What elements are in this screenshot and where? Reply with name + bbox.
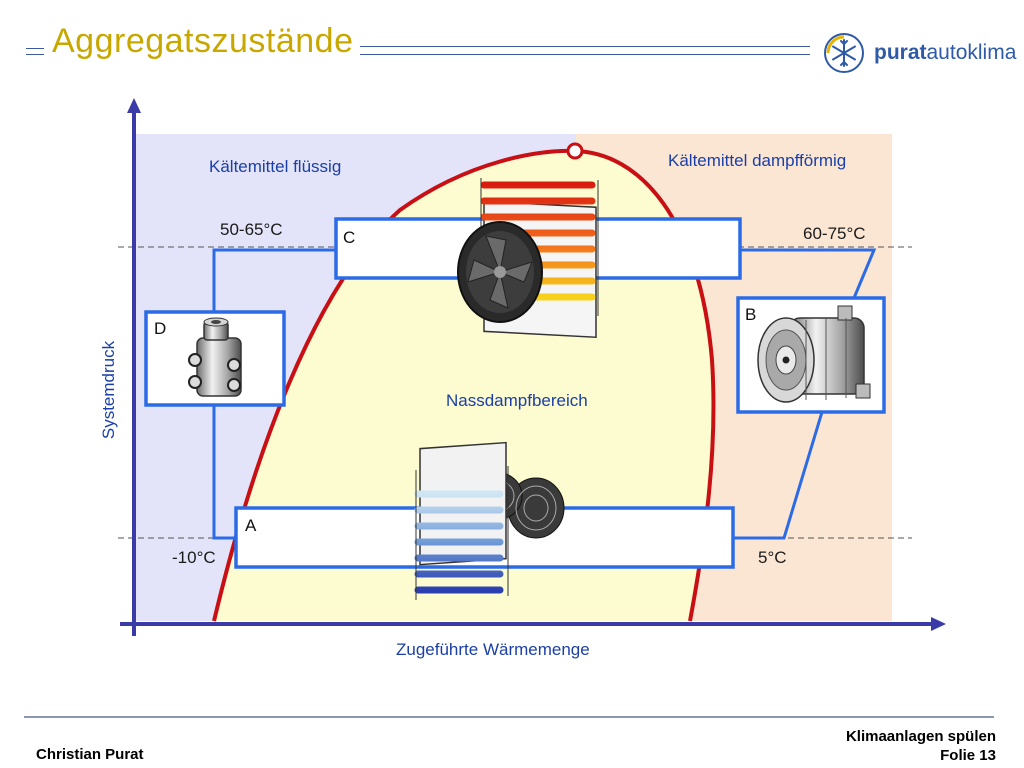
title-rule	[360, 46, 810, 55]
cycle-lines	[212, 248, 877, 540]
footer-rule	[24, 716, 994, 718]
line-b-a	[733, 411, 824, 540]
brand-name-bold: purat	[874, 41, 927, 64]
footer-slide-number: Folie 13	[940, 747, 996, 764]
footer-course: Klimaanlagen spülen	[845, 728, 996, 745]
temp-high-right: 60-75°C	[803, 224, 866, 243]
title-decoration	[26, 48, 44, 55]
evaporator-blower-icon	[414, 441, 565, 600]
vapor-label: Kältemittel dampfförmig	[668, 151, 846, 170]
line-d-a	[212, 405, 236, 540]
expansion-valve-icon	[188, 317, 242, 397]
y-axis-arrow	[127, 98, 141, 113]
y-axis-label: Systemdruck	[99, 340, 118, 439]
label-b: B	[745, 305, 756, 324]
liquid-label: Kältemittel flüssig	[209, 157, 341, 176]
brand-name-light: autoklima	[926, 41, 1017, 64]
page-title: Aggregatszustände	[52, 22, 354, 60]
line-c-d	[212, 248, 336, 312]
critical-point	[566, 142, 584, 160]
footer-info: Klimaanlagen spülen Folie 13	[846, 727, 996, 765]
brand-logo: puratautoklima	[822, 30, 1016, 76]
wet-steam-label: Nassdampfbereich	[446, 391, 588, 410]
temp-low-left: -10°C	[172, 548, 216, 567]
temp-low-right: 5°C	[758, 548, 787, 567]
compressor-icon	[757, 305, 871, 403]
refrigerant-state-diagram: C D B A Kältemittel flüssig Kältemittel …	[99, 98, 946, 659]
footer-author: Christian Purat	[36, 746, 144, 763]
x-axis-arrow	[931, 617, 946, 631]
label-c: C	[343, 228, 355, 247]
label-a: A	[245, 516, 257, 535]
line-c-b	[740, 248, 877, 299]
label-d: D	[154, 319, 166, 338]
snowflake-icon	[824, 33, 864, 73]
condenser-fan-icon	[457, 178, 599, 339]
brand-name: puratautoklima	[874, 41, 1016, 65]
temp-high-left: 50-65°C	[220, 220, 283, 239]
x-axis-label: Zugeführte Wärmemenge	[396, 640, 590, 659]
